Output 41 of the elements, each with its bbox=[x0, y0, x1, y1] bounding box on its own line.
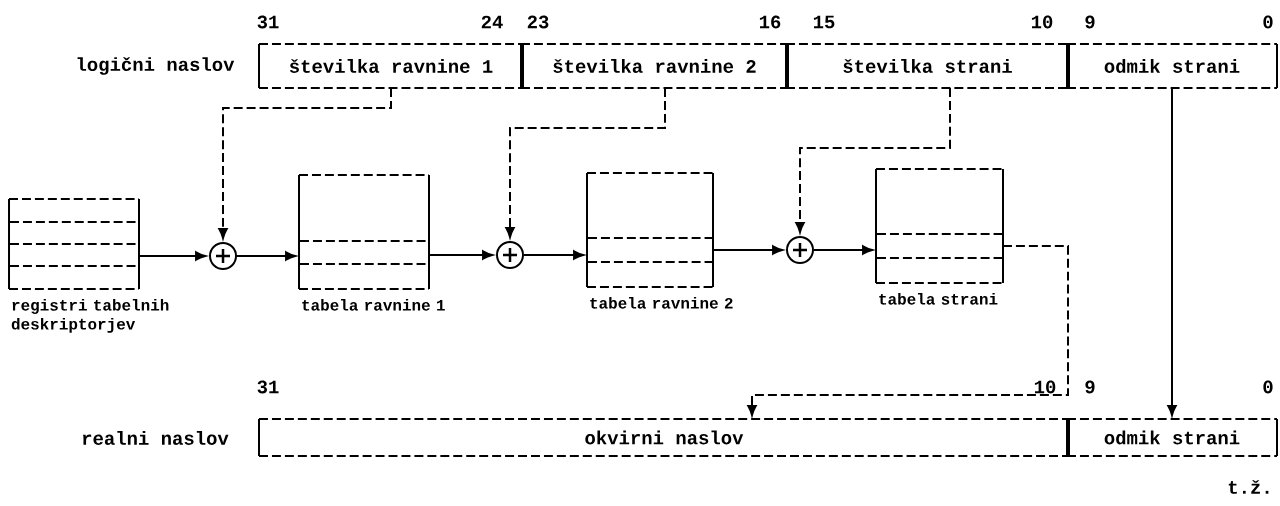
table-caption: registri tabelnih deskriptorjev bbox=[11, 299, 169, 333]
arrow bbox=[428, 250, 494, 260]
arrow bbox=[236, 251, 297, 261]
label: logični naslov bbox=[77, 57, 235, 75]
arrow bbox=[218, 87, 392, 240]
table-box bbox=[586, 172, 714, 288]
address-field: okvirni naslov bbox=[258, 418, 1070, 457]
address-field: odmik strani bbox=[1066, 43, 1278, 89]
table-caption: tabela strani bbox=[879, 293, 998, 305]
table-box bbox=[298, 174, 430, 290]
arrow bbox=[523, 250, 585, 260]
address-field: številka strani bbox=[785, 43, 1070, 89]
bit-number: 24 bbox=[481, 15, 503, 29]
bit-number: 0 bbox=[1263, 380, 1273, 394]
table-caption: tabela ravnine 2 bbox=[590, 297, 733, 309]
arrow bbox=[747, 245, 1069, 417]
bit-number: 10 bbox=[1031, 15, 1053, 29]
arrow bbox=[1167, 87, 1177, 417]
arrow bbox=[505, 87, 666, 239]
bit-number: 10 bbox=[1034, 380, 1056, 394]
arrow bbox=[138, 251, 207, 261]
table-box bbox=[8, 198, 140, 290]
address-field: številka ravnine 1 bbox=[258, 43, 524, 89]
adder-circle bbox=[786, 236, 814, 264]
table-caption: tabela ravnine 1 bbox=[302, 299, 445, 311]
bit-number: 31 bbox=[257, 380, 279, 394]
adder-circle bbox=[496, 241, 524, 269]
arrow bbox=[795, 87, 951, 234]
address-field: odmik strani bbox=[1066, 418, 1278, 457]
arrow bbox=[712, 245, 784, 255]
bit-number: 9 bbox=[1085, 380, 1095, 394]
label: realni naslov bbox=[83, 431, 229, 445]
adder-circle bbox=[209, 242, 237, 270]
bit-number: 23 bbox=[527, 15, 549, 29]
bit-number: 16 bbox=[759, 15, 781, 29]
bit-number: 9 bbox=[1085, 15, 1095, 29]
table-box bbox=[875, 168, 1004, 284]
arrow bbox=[813, 245, 874, 255]
bit-number: 15 bbox=[813, 15, 835, 29]
address-field: številka ravnine 2 bbox=[520, 43, 789, 89]
label: t.ž. bbox=[1228, 480, 1269, 494]
